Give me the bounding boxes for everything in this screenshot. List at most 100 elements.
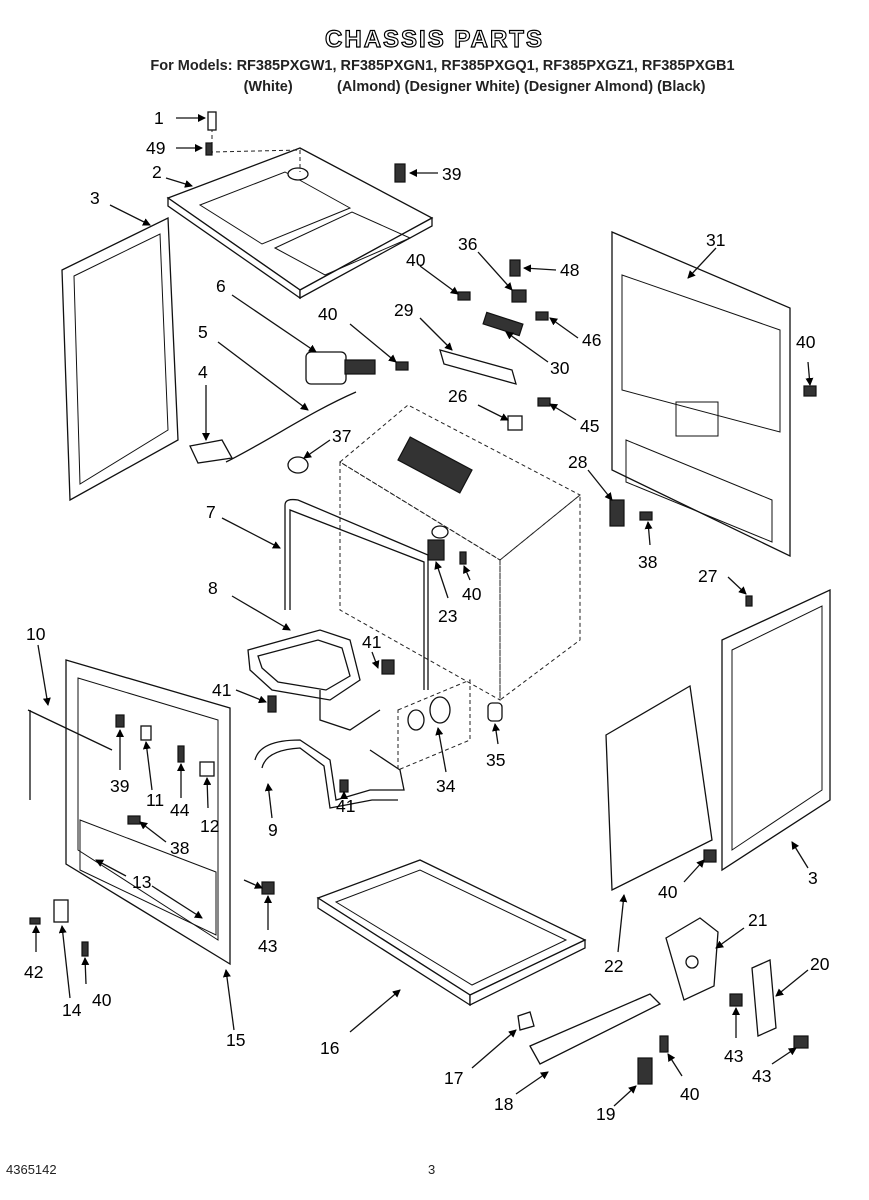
side-panel-part-22	[605, 684, 713, 892]
screw-part-38-l	[127, 815, 141, 825]
wire-part-5	[225, 391, 357, 463]
screw-part-48	[509, 259, 521, 277]
screw-part-41-b	[381, 659, 395, 675]
callout-48: 48	[560, 260, 579, 280]
callout-22: 22	[604, 956, 623, 976]
block-part-30	[482, 311, 524, 337]
cooktop-panel	[166, 128, 434, 300]
door-frame	[27, 659, 231, 966]
callout-2: 2	[152, 162, 162, 182]
back-panel	[611, 231, 791, 558]
callout-28: 28	[568, 452, 587, 472]
gasket-part-7	[284, 498, 429, 690]
screw-part-49	[205, 142, 213, 156]
callout-19: 19	[596, 1104, 615, 1124]
screw-part-27	[745, 595, 753, 607]
callout-3-left: 3	[90, 188, 100, 208]
callout-38-l: 38	[170, 838, 189, 858]
callout-15: 15	[226, 1030, 245, 1050]
callout-42: 42	[24, 962, 43, 982]
oven-liner	[339, 404, 581, 701]
screw-part-41-a	[267, 695, 277, 713]
screw-part-43-c	[793, 1035, 809, 1049]
screw-part-40-a	[457, 291, 471, 301]
callout-14: 14	[62, 1000, 82, 1020]
callout-18: 18	[494, 1094, 513, 1114]
screw-part-39-l	[115, 714, 125, 728]
callout-40-c: 40	[796, 332, 816, 352]
broiler-tray-part-16	[316, 859, 587, 1007]
callout-41-a: 41	[362, 632, 381, 652]
callout-12: 12	[200, 816, 219, 836]
callout-13: 13	[132, 872, 151, 892]
pin-part-1	[207, 111, 217, 131]
callout-37: 37	[332, 426, 351, 446]
callout-41-b: 41	[212, 680, 231, 700]
bracket-part-21	[665, 917, 719, 1001]
callout-30: 30	[550, 358, 570, 378]
callout-43-c: 43	[752, 1066, 771, 1086]
clip-part-17	[517, 1011, 535, 1031]
screw-part-39-top	[394, 163, 406, 183]
callout-23: 23	[438, 606, 457, 626]
callout-26: 26	[448, 386, 467, 406]
callout-5: 5	[198, 322, 208, 342]
screw-part-40-b	[395, 361, 409, 371]
igniter-part-35	[487, 702, 503, 722]
callout-46: 46	[582, 330, 601, 350]
callout-20: 20	[810, 954, 830, 974]
screw-part-38-r	[639, 511, 653, 521]
clip-part-26	[507, 415, 523, 431]
bake-element-part-8	[247, 629, 381, 731]
page-number: 3	[428, 1162, 436, 1177]
screw-part-41-c	[339, 779, 349, 793]
callout-43-b: 43	[724, 1046, 743, 1066]
bracket-part-4	[189, 439, 234, 464]
callout-8: 8	[208, 578, 218, 598]
switch-part-28	[609, 499, 625, 527]
clip-part-36	[511, 289, 527, 303]
screw-part-43-b	[729, 993, 743, 1007]
side-panel-left	[61, 216, 179, 502]
colors-line: (White) (Almond) (Designer White) (Desig…	[243, 79, 706, 95]
callout-6: 6	[216, 276, 226, 296]
callout-35: 35	[486, 750, 505, 770]
callout-40-e: 40	[658, 882, 678, 902]
screw-part-43-a	[261, 881, 275, 895]
callout-21: 21	[748, 910, 767, 930]
bracket-part-29	[439, 349, 517, 385]
broil-element-part-9	[254, 739, 405, 809]
screw-part-46	[535, 311, 549, 321]
callout-43-a: 43	[258, 936, 277, 956]
screw-part-40-e	[703, 849, 717, 863]
callout-39-top: 39	[442, 164, 461, 184]
callout-9: 9	[268, 820, 278, 840]
callout-36: 36	[458, 234, 477, 254]
side-panel-right	[721, 588, 831, 872]
callout-40-f: 40	[92, 990, 112, 1010]
callout-39-l: 39	[110, 776, 129, 796]
leader-lines	[32, 114, 814, 1107]
callout-34: 34	[436, 776, 456, 796]
callout-labels: 1 49 2 39 3 36 48 40 31 29 46 30 6 40 5 …	[24, 108, 830, 1124]
callout-38-r: 38	[638, 552, 657, 572]
hinge-part-12	[199, 761, 215, 777]
rail-part-18	[529, 993, 662, 1065]
callout-11: 11	[146, 790, 164, 810]
screw-part-40-g	[659, 1035, 669, 1053]
callout-27: 27	[698, 566, 717, 586]
strap-part-20	[751, 959, 777, 1037]
foot-part-19	[637, 1057, 653, 1085]
callout-40-b: 40	[318, 304, 338, 324]
screw-part-40-f	[81, 941, 89, 957]
bushing-part-11	[140, 725, 152, 741]
screw-part-40-c	[459, 551, 467, 565]
screw-part-42	[29, 917, 41, 925]
burner-assembly-part-34	[397, 679, 471, 771]
callout-17: 17	[444, 1068, 463, 1088]
callout-40-d: 40	[462, 584, 482, 604]
callout-45: 45	[580, 416, 599, 436]
knob-part-37	[287, 456, 309, 474]
callout-31: 31	[706, 230, 725, 250]
